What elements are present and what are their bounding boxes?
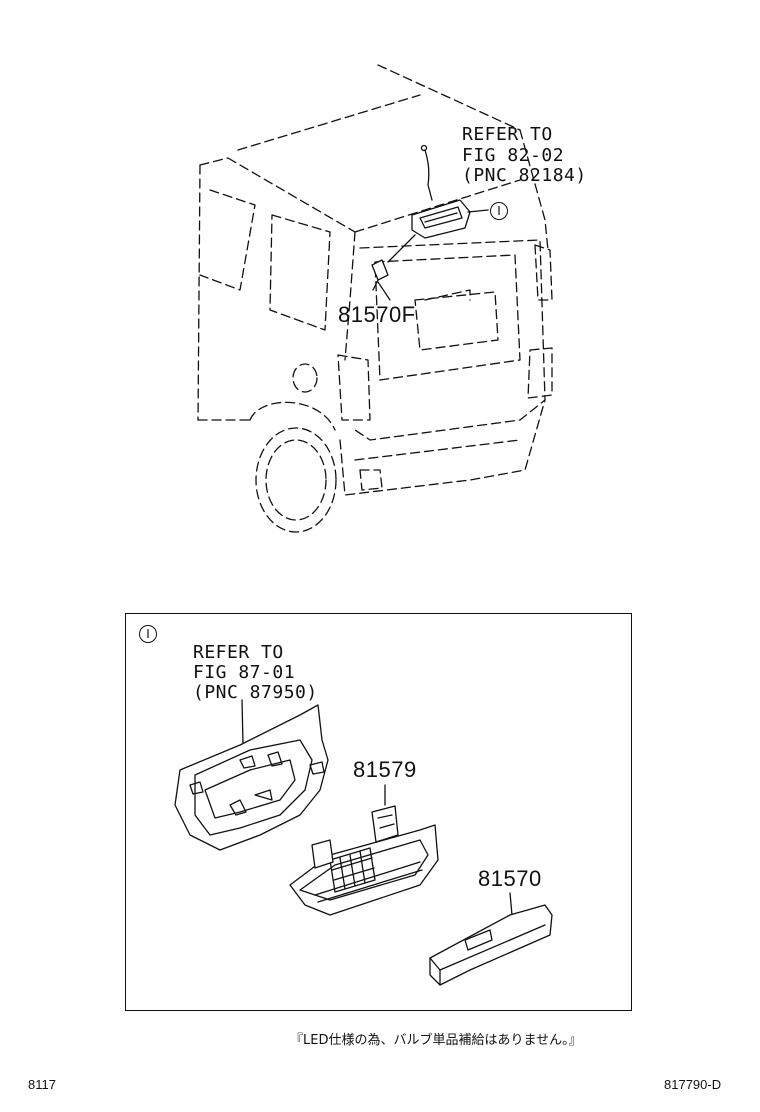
figure-code: 817790-D [664,1077,722,1092]
lamp-cover-drawing [174,699,329,851]
vehicle-rear-outline [197,64,553,533]
led-spec-note: 『LED仕様の為、バルブ単品補給はありません。』 [290,1033,582,1048]
part-number-81570: 81570 [478,866,542,891]
top-refer-line-2: FIG 82-02 [462,145,565,166]
detail-refer-line-1: REFER TO [193,642,284,663]
detail-refer-line-2: FIG 87-01 [193,662,296,683]
detail-refer-line-3: (PNC 87950) [193,682,318,703]
lamp-81570-drawing [429,892,553,986]
page-code: 8117 [28,1077,56,1092]
top-callout-marker: I [490,202,508,220]
part-number-81570F: 81570F [338,302,416,327]
high-mount-stop-lamp-drawing [411,144,489,239]
screw-81570F-drawing [371,234,416,301]
top-refer-line-1: REFER TO [462,124,553,145]
detail-view-frame [125,613,632,1011]
lens-81579-drawing [289,784,439,916]
top-refer-line-3: (PNC 82184) [462,165,587,186]
detail-view-marker: I [139,625,157,643]
part-number-81579: 81579 [353,757,417,782]
